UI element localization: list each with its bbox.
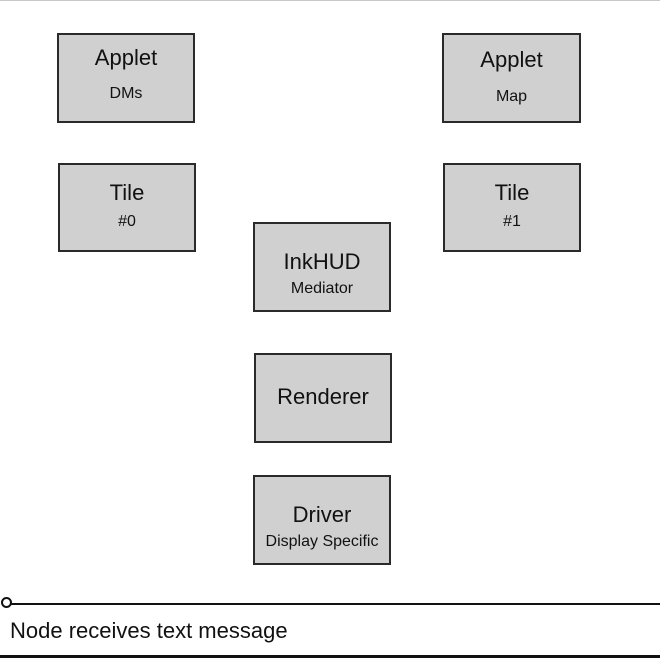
- top-border: [0, 0, 660, 1]
- renderer-title: Renderer: [277, 384, 369, 409]
- applet-map-title: Applet: [480, 47, 543, 72]
- tile-0-box: Tile #0: [58, 163, 196, 252]
- tile-1-title: Tile: [494, 180, 530, 205]
- applet-dms-title: Applet: [94, 45, 158, 70]
- tile-0-subtitle: #0: [118, 213, 136, 230]
- event-start-dot: [1, 597, 12, 608]
- driver-title: Driver: [292, 502, 352, 527]
- renderer-box: Renderer: [254, 353, 392, 443]
- tile-1-subtitle: #1: [503, 213, 521, 230]
- mediator-box: InkHUD Mediator: [253, 222, 391, 312]
- mediator-subtitle: Mediator: [290, 280, 354, 297]
- driver-subtitle: Display Specific: [265, 533, 379, 550]
- event-label: Node receives text message: [10, 618, 288, 643]
- applet-map-subtitle: Map: [495, 88, 528, 105]
- tile-0-title: Tile: [109, 180, 145, 205]
- bottom-border: [0, 655, 660, 658]
- applet-dms-box: Applet DMs: [57, 33, 195, 123]
- tile-1-box: Tile #1: [443, 163, 581, 252]
- applet-dms-subtitle: DMs: [109, 85, 143, 102]
- applet-map-box: Applet Map: [442, 33, 581, 123]
- mediator-title: InkHUD: [283, 249, 361, 274]
- event-timeline: [8, 603, 660, 605]
- driver-box: Driver Display Specific: [253, 475, 391, 565]
